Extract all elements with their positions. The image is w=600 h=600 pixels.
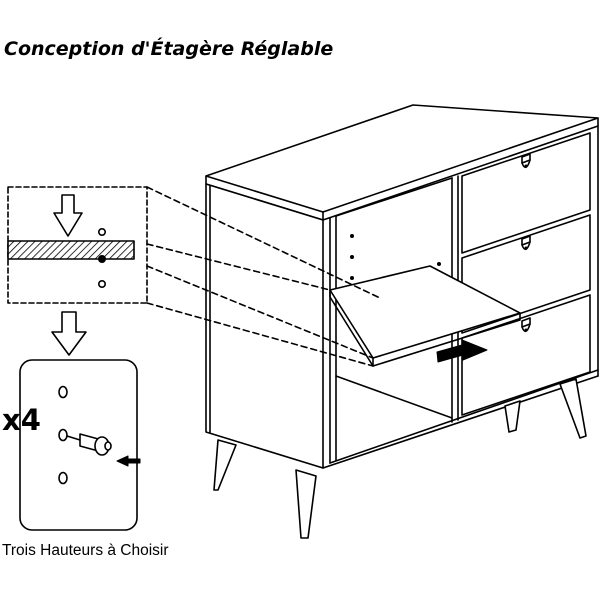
pin-hole <box>350 276 354 280</box>
drawer-handle-icon <box>521 153 531 169</box>
diagram-caption: Trois Hauteurs à Choisir <box>2 542 169 559</box>
drawer-handle-icon <box>521 235 531 251</box>
pin-hole <box>98 228 107 237</box>
detail-callout <box>7 186 381 367</box>
drawer-bottom <box>461 294 591 416</box>
down-arrow-icon <box>51 311 87 356</box>
push-arrow-icon <box>436 339 488 363</box>
diagram-title: Conception d'Étagère Réglable <box>4 38 334 60</box>
pin-hole <box>58 428 68 442</box>
pin-hole <box>350 234 354 238</box>
pin-panel-frame <box>19 359 138 531</box>
cabinet-left-side <box>205 183 324 469</box>
shelf-cross-section <box>7 240 135 260</box>
pin-panel <box>19 359 141 531</box>
push-arrow-icon <box>116 455 141 467</box>
shelf-pin-icon <box>66 433 112 456</box>
pin-hole <box>437 262 441 266</box>
pin-hole <box>98 255 107 264</box>
pin-hole <box>58 471 68 485</box>
cabinet-legs <box>213 378 587 539</box>
pin-hole <box>58 385 68 399</box>
pin-hole <box>98 279 107 288</box>
drawer-handle-icon <box>521 317 531 333</box>
drawer-top <box>461 132 591 254</box>
pin-hole <box>350 255 354 259</box>
down-arrow-icon <box>53 194 83 237</box>
pin-count-label: x4 <box>2 403 41 437</box>
drawers <box>461 132 591 416</box>
cabinet <box>205 104 599 469</box>
